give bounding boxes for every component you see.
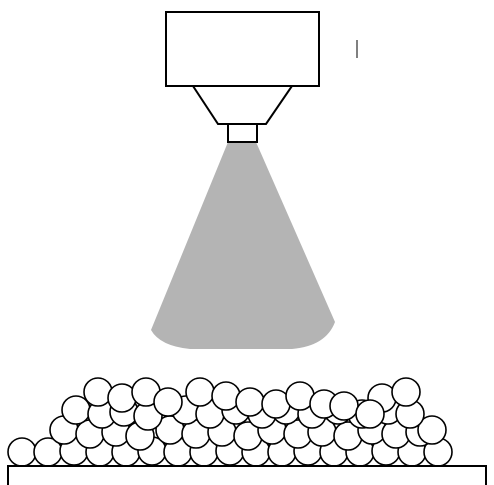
particle: [391, 377, 421, 407]
substrate-plate: [7, 465, 487, 485]
particle: [153, 387, 183, 417]
particle: [185, 377, 215, 407]
particle: [355, 399, 385, 429]
nozzle-housing: [165, 11, 320, 87]
nozzle-tip: [227, 123, 258, 143]
particle: [329, 391, 359, 421]
particle-bed: [7, 377, 453, 467]
nozzle-taper: [191, 85, 294, 125]
particle: [235, 387, 265, 417]
spray-cone: [151, 142, 335, 349]
particle: [417, 415, 447, 445]
particle: [7, 437, 37, 467]
